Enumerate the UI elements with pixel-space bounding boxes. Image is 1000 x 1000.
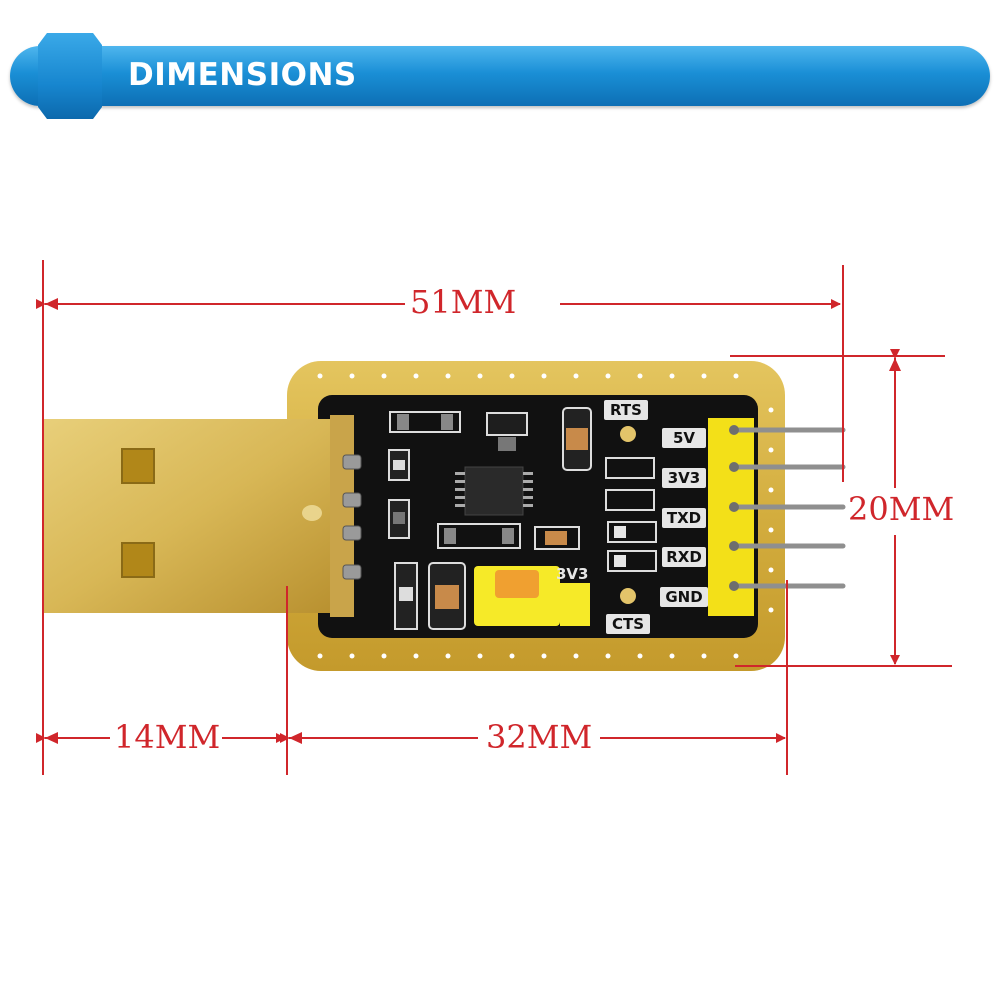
usb-plug-hole-bottom: [121, 542, 155, 578]
header-tab-decoration: [38, 33, 102, 119]
ch340-chip: [464, 466, 524, 516]
usb-connector-pads: [342, 454, 362, 580]
pin-label-rxd: RXD: [662, 547, 706, 567]
jumper-label: 3V3: [556, 565, 589, 583]
usb-plug-hole-top: [121, 448, 155, 484]
dimension-usb-plug-length: 14MM: [112, 718, 223, 756]
dimension-arrowheads: [45, 298, 901, 744]
pin-label-5v: 5V: [662, 428, 706, 448]
dimension-board-length: 32MM: [484, 718, 595, 756]
rts-label: RTS: [604, 400, 648, 420]
dimension-width: 20MM: [846, 490, 957, 528]
pin-label-txd: TXD: [662, 508, 706, 528]
jumper-pin-block: [560, 583, 590, 626]
cts-label: CTS: [606, 614, 650, 634]
page-title: DIMENSIONS: [128, 57, 357, 93]
usb-plug: [42, 419, 338, 613]
dimension-overall-length: 51MM: [408, 283, 519, 321]
jumper-cap: [495, 570, 539, 598]
usb-plug-dimple: [302, 505, 322, 521]
pin-label-gnd: GND: [660, 587, 708, 607]
pin-label-3v3: 3V3: [662, 468, 706, 488]
usb-plug-collar: [330, 415, 354, 617]
smd-components: [388, 407, 657, 630]
pcb-castellation-holes: [317, 373, 774, 659]
dimension-lines: [36, 260, 952, 775]
header-banner: [10, 46, 990, 106]
